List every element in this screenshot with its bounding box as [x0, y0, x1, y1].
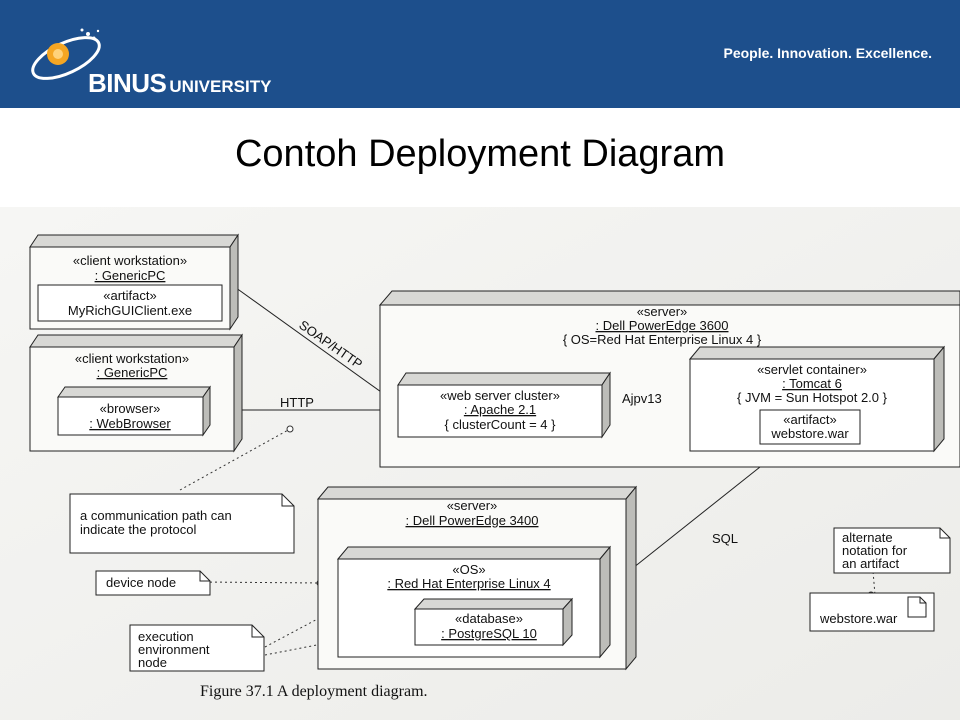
server1-props: { OS=Red Hat Enterprise Linux 4 } [563, 332, 762, 347]
servlet-artifact-name: webstore.war [770, 426, 849, 441]
servlet-props: { JVM = Sun Hotspot 2.0 } [737, 390, 888, 405]
deployment-diagram-figure: «client workstation» : GenericPC «artifa… [0, 207, 960, 720]
webstore-artifact-box [759, 409, 861, 445]
comm-note-anchor [179, 428, 291, 491]
server-node-2: «server» : Dell PowerEdge 3400 «OS» : Re… [316, 485, 638, 671]
figure-caption: Figure 37.1 A deployment diagram. [200, 683, 428, 700]
server2-name: : Dell PowerEdge 3400 [406, 513, 539, 528]
database-node: «database» : PostgreSQL 10 [413, 597, 574, 647]
alt-note-line2: notation for [842, 543, 908, 558]
note-alternate-notation: alternate notation for an artifact [833, 527, 951, 574]
browser-node [57, 396, 204, 436]
sql-path-label: SQL [712, 531, 738, 546]
exec-note-line1: execution [138, 629, 194, 644]
client1-name: : GenericPC [95, 268, 166, 283]
deployment-diagram: «client workstation» : GenericPC «artifa… [0, 207, 960, 720]
server1-stereotype: «server» [637, 304, 688, 319]
client1-artifact-name: MyRichGUIClient.exe [68, 303, 192, 318]
note-device-node: device node [95, 570, 211, 596]
client-workstation-node-2: «client workstation» : GenericPC «browse… [29, 333, 243, 453]
logo-swoosh-icon [31, 28, 101, 80]
webcluster-props: { clusterCount = 4 } [445, 417, 557, 432]
database-name: : PostgreSQL 10 [441, 626, 537, 641]
client2-name: : GenericPC [97, 365, 168, 380]
exec-note-line3: node [138, 655, 167, 670]
client1-artifact-box [37, 284, 223, 322]
document-icon [907, 596, 927, 618]
server-node-1: «server» : Dell PowerEdge 3600 { OS=Red … [378, 290, 960, 468]
server1-name: : Dell PowerEdge 3600 [596, 318, 729, 333]
ajp-path-label: Ajpv13 [622, 391, 662, 406]
os-stereotype: «OS» [452, 562, 485, 577]
database-stereotype: «database» [455, 611, 523, 626]
browser-name: : WebBrowser [89, 416, 171, 431]
slide-title: Contoh Deployment Diagram [234, 133, 725, 175]
http-path-label: HTTP [280, 395, 314, 410]
artifact-icon-label: webstore.war [819, 611, 898, 626]
webcluster-name: : Apache 2.1 [464, 402, 536, 417]
alt-note-line3: an artifact [842, 556, 899, 571]
logo-text: BINUS [88, 68, 167, 98]
comm-note-line1: a communication path can [80, 508, 232, 523]
client1-artifact-stereotype: «artifact» [103, 288, 156, 303]
note-execution-environment: execution environment node [129, 624, 265, 672]
device-note-anchor [199, 581, 321, 584]
client2-stereotype: «client workstation» [75, 351, 189, 366]
comm-note-line2: indicate the protocol [80, 522, 196, 537]
artifact-icon-box: webstore.war [809, 592, 935, 632]
client1-stereotype: «client workstation» [73, 253, 187, 268]
webcluster-stereotype: «web server cluster» [440, 388, 560, 403]
alt-note-anchor [870, 546, 876, 596]
os-node: «OS» : Red Hat Enterprise Linux 4 «datab… [336, 545, 612, 659]
logo-suffix: UNIVERSITY [169, 77, 272, 96]
servlet-container-node: «servlet container» : Tomcat 6 { JVM = S… [688, 345, 946, 453]
soap-path [231, 284, 396, 403]
browser-stereotype: «browser» [100, 401, 161, 416]
device-note-text: device node [106, 575, 176, 590]
server2-stereotype: «server» [447, 498, 498, 513]
servlet-name: : Tomcat 6 [782, 376, 842, 391]
os-name: : Red Hat Enterprise Linux 4 [387, 576, 550, 591]
servlet-stereotype: «servlet container» [757, 362, 867, 377]
alt-note-line1: alternate [842, 530, 893, 545]
tagline: People. Innovation. Excellence. [723, 45, 932, 61]
web-server-cluster-node: «web server cluster» : Apache 2.1 { clus… [397, 371, 611, 439]
note-communication-path: a communication path can indicate the pr… [69, 493, 295, 554]
servlet-artifact-stereotype: «artifact» [783, 412, 836, 427]
client-workstation-node-1: «client workstation» : GenericPC «artifa… [29, 233, 239, 331]
exec-note-line2: environment [138, 642, 210, 657]
